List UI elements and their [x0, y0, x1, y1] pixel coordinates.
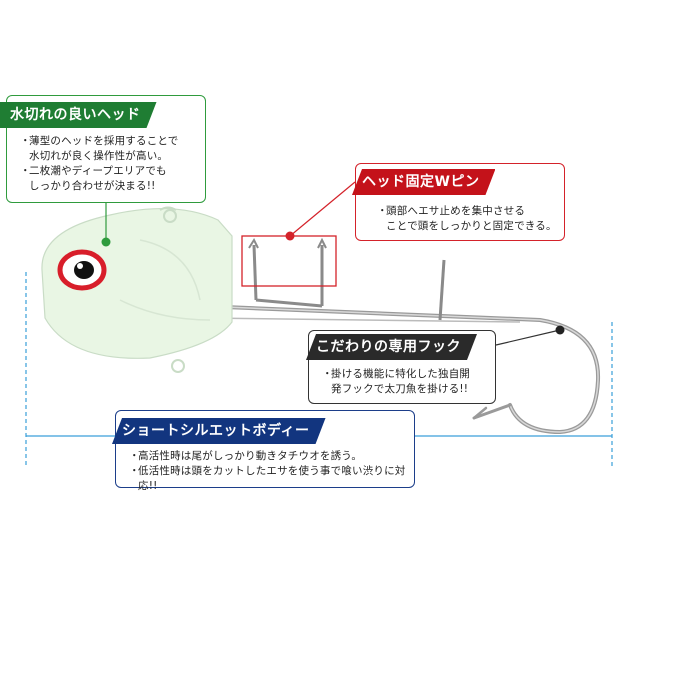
feature-line: ・高活性時は尾がしっかり動きタチウオを誘う。: [129, 450, 363, 462]
feature-line: ・頭部へエサ止めを集中させる: [377, 205, 526, 217]
feature-body-list: ・高活性時は尾がしっかり動きタチウオを誘う。 ・低活性時は頭をカットしたエサを使…: [128, 449, 414, 494]
feature-line: ・薄型のヘッドを採用することで: [20, 135, 179, 147]
feature-line: しっかり合わせが決まる!!: [29, 180, 156, 192]
feature-line: ・二枚潮やディープエリアでも: [20, 165, 167, 177]
feature-line: 水切れが良く操作性が高い。: [29, 150, 169, 162]
feature-head-title: 水切れの良いヘッド: [0, 102, 157, 128]
feature-body-title: ショートシルエットボディー: [112, 418, 326, 444]
feature-line: 発フックで太刀魚を掛ける!!: [331, 383, 469, 395]
feature-pin-title: ヘッド固定Wピン: [352, 169, 495, 195]
callout-leaders: [101, 181, 565, 346]
feature-pin-list: ・頭部へエサ止めを集中させる ことで頭をしっかりと固定できる。: [376, 204, 557, 234]
feature-line: ことで頭をしっかりと固定できる。: [386, 220, 557, 232]
feature-hook-list: ・掛ける機能に特化した独自開 発フックで太刀魚を掛ける!!: [321, 367, 470, 397]
w-pin: [248, 237, 446, 321]
lure-head: [41, 206, 233, 373]
feature-hook-title: こだわりの専用フック: [306, 334, 477, 360]
feature-line: ・掛ける機能に特化した独自開: [322, 368, 471, 380]
feature-line: ・低活性時は頭をカットしたエサを使う事で喰い渋りに対応!!: [129, 465, 406, 492]
hook-wire: [198, 304, 601, 435]
feature-head-list: ・薄型のヘッドを採用することで 水切れが良く操作性が高い。 ・二枚潮やディープエ…: [19, 134, 178, 194]
